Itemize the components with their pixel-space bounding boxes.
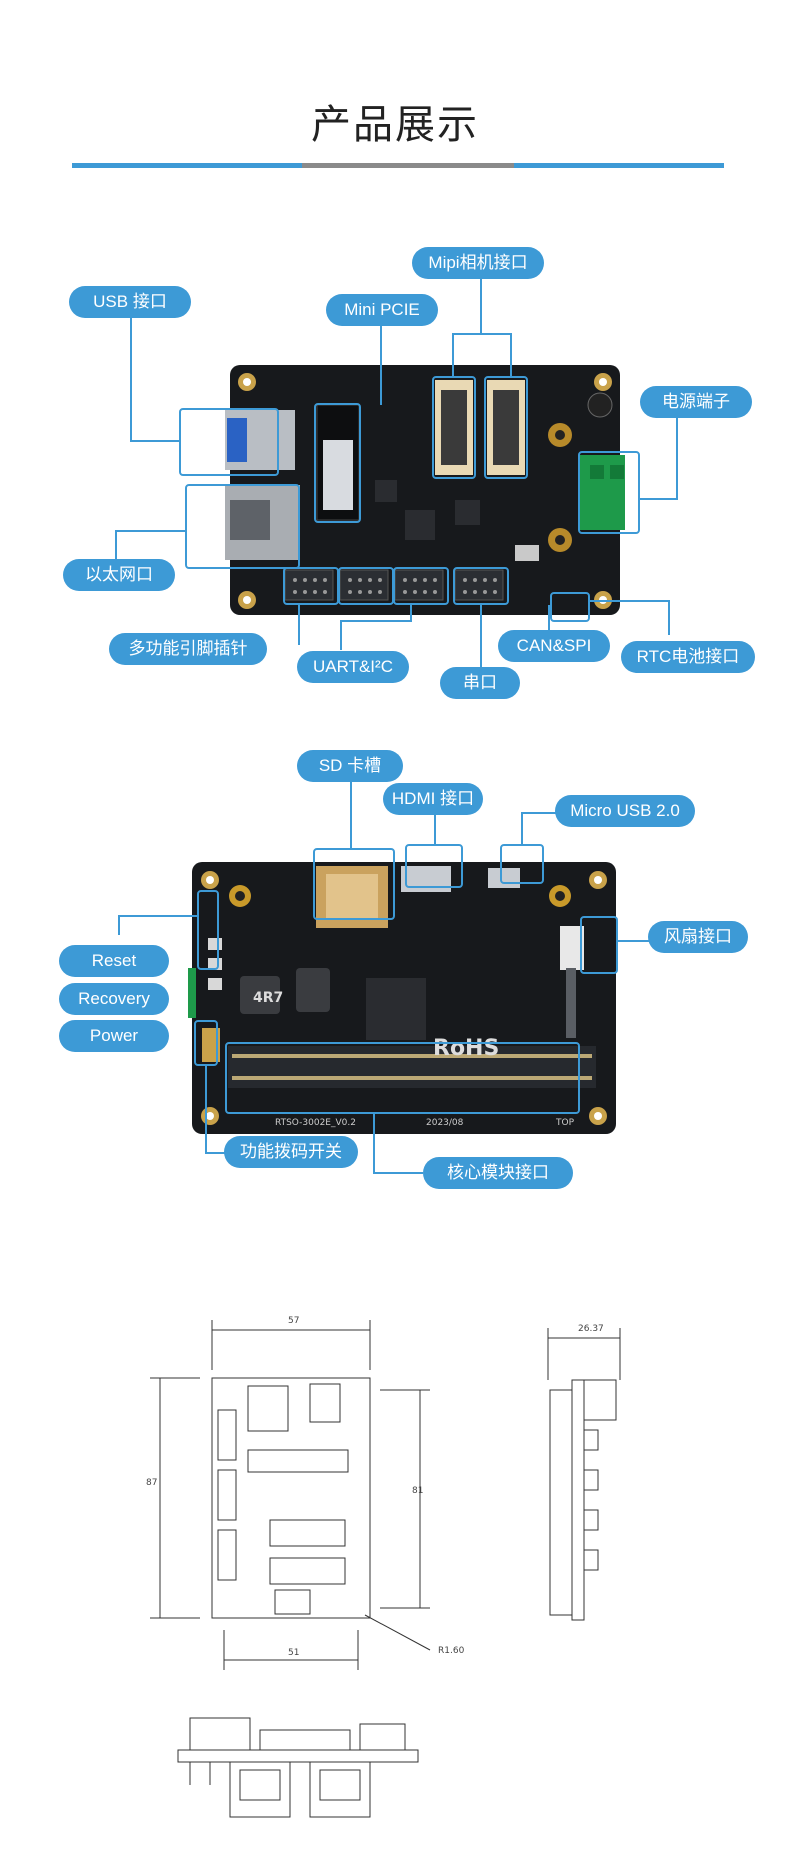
label-power-terminal: 电源端子 (640, 386, 752, 418)
rtc-highlight (550, 592, 590, 622)
dim-height-right: 81 (412, 1486, 424, 1496)
label-serial: 串口 (440, 667, 520, 699)
buttons-highlight (197, 890, 219, 970)
dim-radius: R1.60 (438, 1646, 465, 1656)
label-reset: Reset (59, 945, 169, 977)
drawing-top-view (150, 1320, 431, 1670)
silk-rohs: RoHS (433, 1036, 500, 1061)
label-mipi-camera: Mipi相机接口 (412, 247, 544, 279)
label-multi-pin: 多功能引脚插针 (109, 633, 267, 665)
dim-width-bottom: 51 (288, 1648, 300, 1658)
header-highlight-4 (453, 567, 509, 605)
silk-model: RTSO-3002E_V0.2 (275, 1118, 356, 1128)
silk-inductor: 4R7 (253, 990, 284, 1006)
label-rtc: RTC电池接口 (621, 641, 755, 673)
label-mini-pcie: Mini PCIE (326, 294, 438, 326)
hdmi-highlight (405, 844, 463, 888)
header-highlight-1 (283, 567, 339, 605)
micro-usb-highlight (500, 844, 544, 884)
dim-width-top: 57 (288, 1316, 300, 1326)
silk-date: 2023/08 (426, 1118, 464, 1128)
page-title: 产品展示 (311, 102, 479, 148)
sd-highlight (313, 848, 395, 920)
label-core-module: 核心模块接口 (423, 1157, 573, 1189)
drawing-front-view (177, 1717, 419, 1818)
label-usb: USB 接口 (69, 286, 191, 318)
mipi-highlight-1 (432, 376, 476, 479)
silk-top: TOP (556, 1118, 575, 1128)
label-sd-slot: SD 卡槽 (297, 750, 403, 782)
core-module-highlight (225, 1042, 580, 1114)
header-highlight-3 (393, 567, 449, 605)
label-recovery: Recovery (59, 983, 169, 1015)
mipi-highlight-2 (484, 376, 528, 479)
power-terminal-highlight (578, 451, 640, 534)
usb-highlight (179, 408, 279, 476)
label-uart-i2c: UART&I²C (297, 651, 409, 683)
label-ethernet: 以太网口 (63, 559, 175, 591)
dim-height-left: 87 (146, 1478, 158, 1488)
fan-highlight (580, 916, 618, 974)
dip-highlight (194, 1020, 218, 1066)
title-underline (72, 163, 724, 168)
header-highlight-2 (338, 567, 394, 605)
mini-pcie-highlight (314, 403, 361, 523)
label-micro-usb: Micro USB 2.0 (555, 795, 695, 827)
label-power: Power (59, 1020, 169, 1052)
board-top-image (225, 365, 625, 615)
board-bottom-image (188, 862, 616, 1134)
dim-depth: 26.37 (578, 1324, 604, 1334)
label-can-spi: CAN&SPI (498, 630, 610, 662)
label-fan: 风扇接口 (648, 921, 748, 953)
drawing-side-view (547, 1328, 621, 1621)
label-hdmi: HDMI 接口 (383, 783, 483, 815)
ethernet-highlight (185, 484, 300, 569)
label-dip-switch: 功能拨码开关 (224, 1136, 358, 1168)
